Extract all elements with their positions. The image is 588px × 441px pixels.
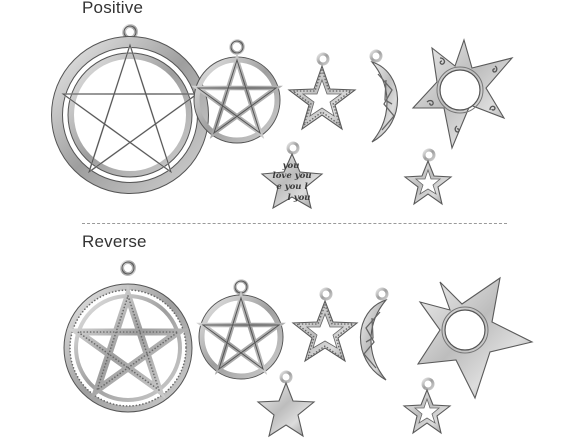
engraving-line-1: you <box>282 161 300 171</box>
beaded-star-charm-back <box>291 287 359 363</box>
crescent-moon-charm-back <box>359 287 389 381</box>
plain-star-charm-back <box>416 276 534 400</box>
small-outline-star-charm-front <box>403 148 453 206</box>
small-outline-star-charm-back <box>402 377 452 435</box>
crescent-moon-charm-front <box>369 49 399 143</box>
beaded-star-charm-front <box>287 52 357 131</box>
section-divider <box>82 223 507 224</box>
medium-pentacle-charm-front <box>191 39 283 144</box>
large-pentacle-charm-front <box>51 24 209 194</box>
love-you-star-charm-front: you love you e you l l you <box>260 141 324 210</box>
positive-label: Positive <box>82 0 144 17</box>
reverse-label: Reverse <box>82 232 147 251</box>
medium-pentacle-charm-back <box>196 279 286 380</box>
engraving-line-3: e you l <box>276 182 308 192</box>
engraving-line-4: l you <box>288 193 311 203</box>
small-plain-star-charm-back <box>256 370 316 438</box>
swirl-star-charm-front <box>411 38 514 150</box>
large-pentacle-charm-back <box>63 260 193 413</box>
engraving-line-2: love you <box>273 171 312 181</box>
